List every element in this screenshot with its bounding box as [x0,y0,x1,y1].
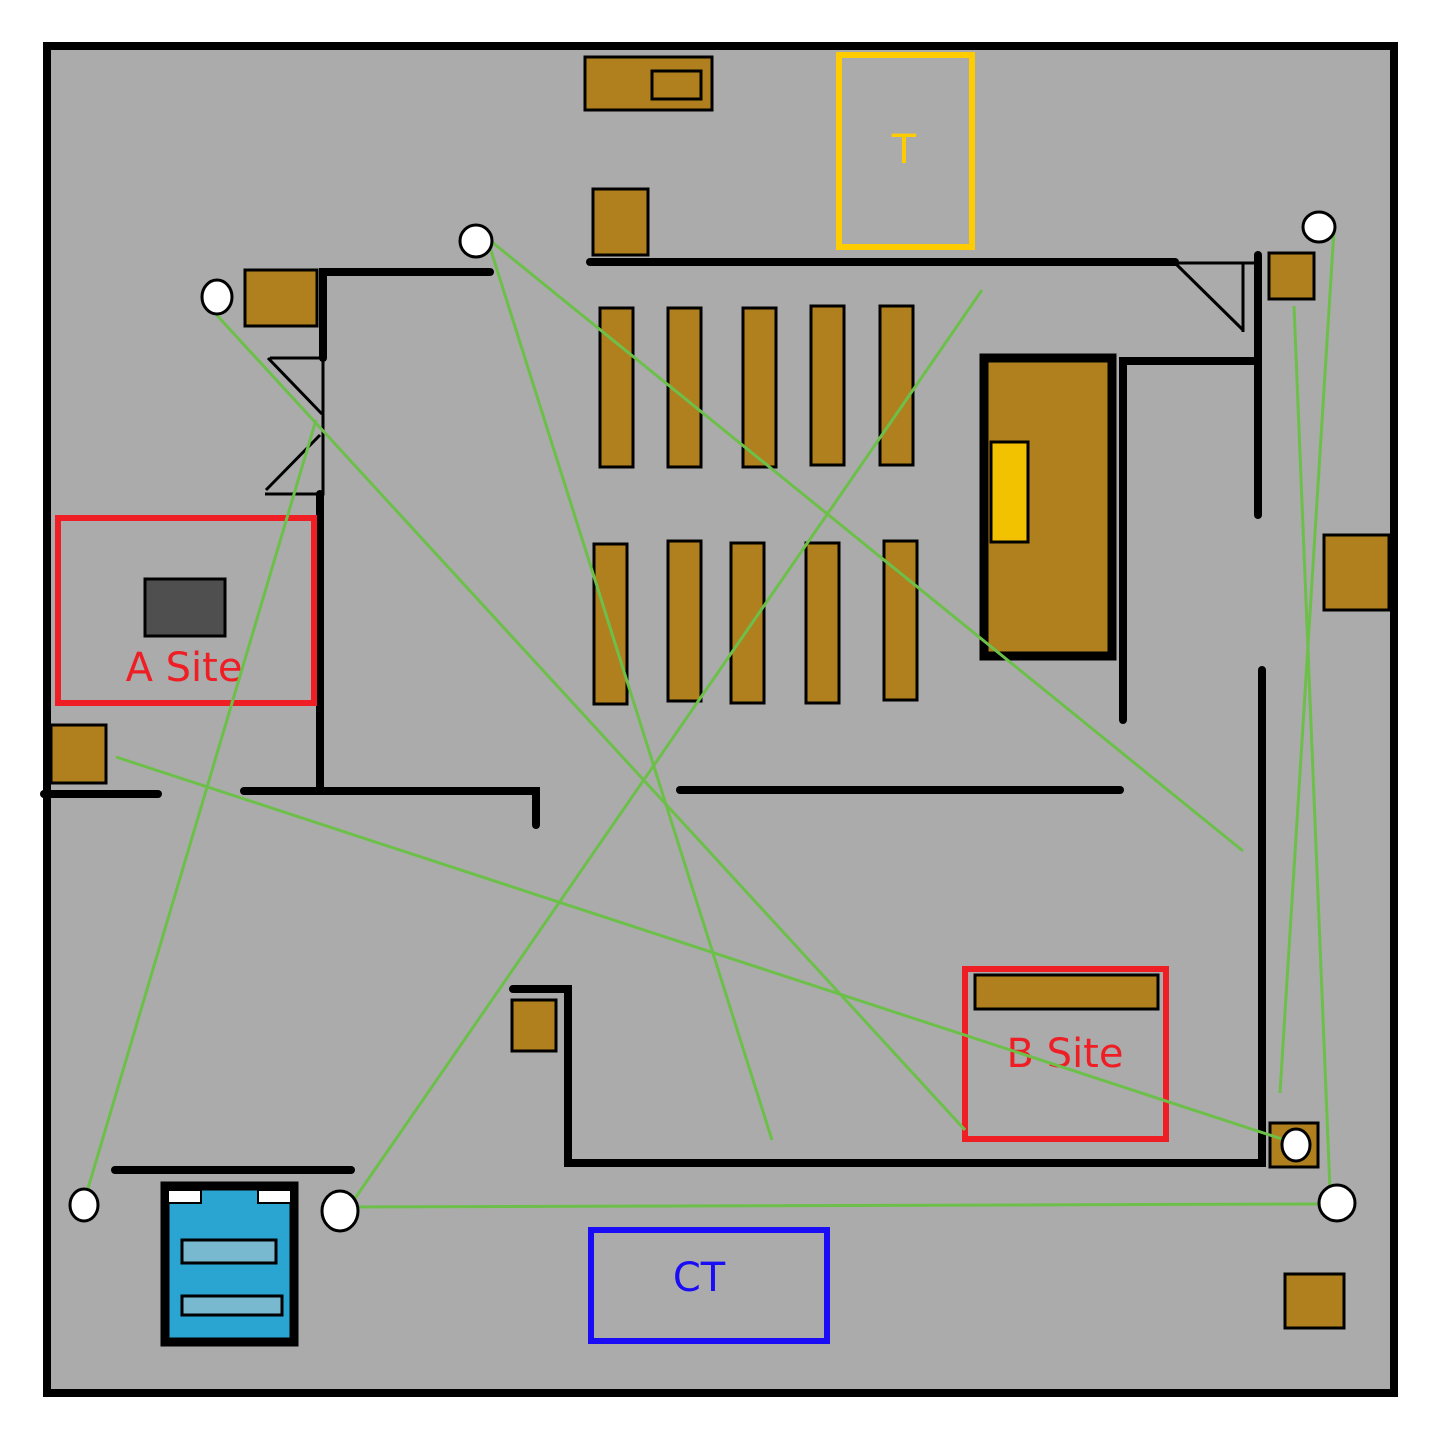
wall [509,666,1266,1167]
position-node[interactable] [458,223,494,259]
a-site-zone: A Site [55,515,317,706]
position-node[interactable] [1301,210,1337,244]
wall [319,268,494,362]
a-site-label: A Site [126,645,243,691]
t-spawn-border [836,52,975,250]
crate-column [729,541,766,705]
sightline [84,419,318,1196]
crate [1322,533,1391,612]
a-site-object [143,577,227,638]
crates-top [49,55,1391,1330]
b-site-border [962,966,1169,1142]
crate [510,998,558,1053]
sightline [347,289,984,1208]
crate [591,187,650,257]
sightline [486,236,1244,853]
crate-column [882,539,919,702]
vehicle-headlight [257,1189,292,1204]
vehicle-window [180,1238,278,1265]
vehicle-headlight [167,1189,202,1204]
crate [1283,1272,1346,1330]
large-container [979,353,1117,661]
sightline [1292,305,1332,1191]
sightlines [84,229,1336,1209]
t-spawn-label: T [891,127,917,173]
sightline [115,755,1289,1143]
ct-spawn-label: CT [673,1255,726,1301]
crate-inner [650,69,703,101]
crate-column [809,304,846,467]
door-leaf [264,433,322,492]
container-highlight [989,440,1030,544]
vehicle [160,1181,299,1347]
position-node[interactable] [68,1187,100,1223]
crate [49,723,108,785]
crate-column [741,306,778,469]
crate [243,268,319,328]
ct-spawn-border [588,1227,830,1344]
position-node[interactable] [200,278,234,316]
a-site-border [55,515,317,706]
crate-column [878,304,915,467]
wall [1119,357,1260,724]
crate-rows [592,304,919,706]
position-node[interactable] [1317,1183,1357,1223]
door-leaf [1173,261,1245,332]
position-nodes [68,210,1357,1233]
walls [40,251,1266,1174]
position-node[interactable] [320,1189,360,1233]
crate-column [804,541,841,705]
b-site-crate [973,973,1160,1011]
vehicle-window [180,1294,284,1317]
sightline [485,237,774,1141]
position-node[interactable] [1280,1127,1312,1163]
door-leaf [266,356,324,416]
wall [240,787,540,829]
ct-spawn-zone: CT [588,1227,830,1344]
t-spawn-zone: T [836,52,975,250]
crate-column [666,539,703,703]
sightline [348,1202,1326,1209]
crate [1267,251,1316,301]
